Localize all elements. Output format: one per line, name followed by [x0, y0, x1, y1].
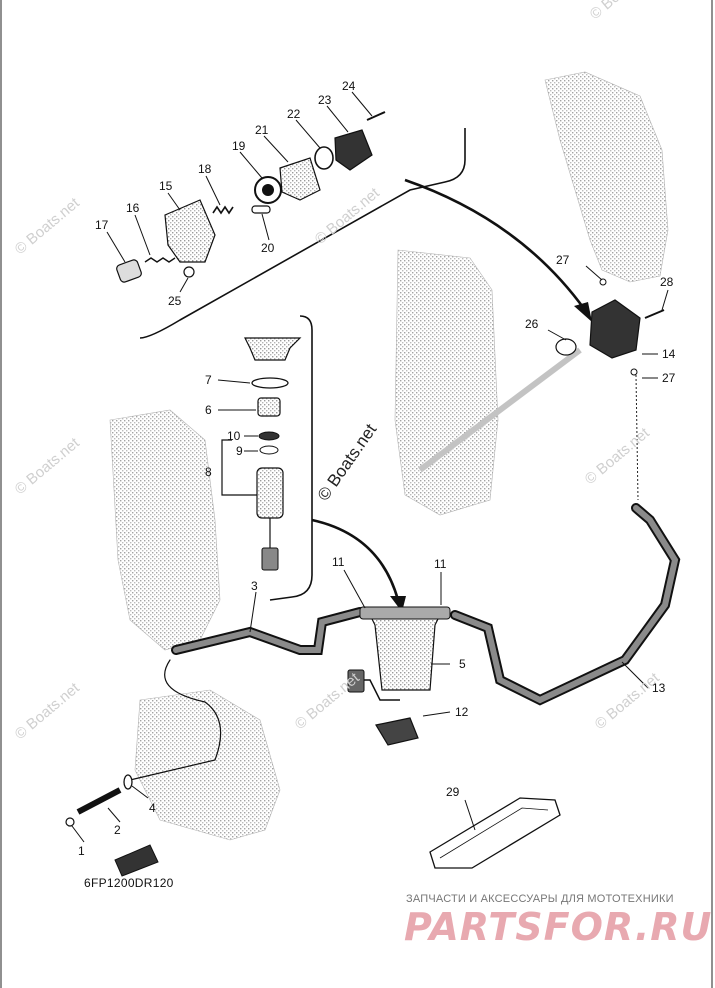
callout-26: 26 [525, 317, 539, 331]
watermark-7: © Boats.net [592, 669, 664, 733]
part-2-fitting [76, 787, 122, 815]
callout-22: 22 [287, 107, 301, 121]
callout-11-right: 11 [434, 557, 447, 571]
drawing-code: 6FP1200DR120 [84, 876, 174, 890]
store-tagline: ЗАПЧАСТИ И АКСЕССУАРЫ ДЛЯ МОТОТЕХНИКИ [406, 893, 674, 905]
drain-parts [65, 774, 159, 877]
fuel-filter-exploded-parts [221, 337, 302, 571]
callout-19: 19 [232, 139, 246, 153]
callout-numbers: 17 16 15 18 19 21 22 23 24 20 25 7 6 10 … [78, 79, 676, 858]
bracket-8-9-10 [221, 439, 257, 496]
watermark-4: © Boats.net [12, 434, 84, 498]
inset-bracket-middle [269, 315, 313, 601]
part-7-o-ring [251, 377, 289, 389]
part-4-seal [123, 774, 133, 790]
callout-13: 13 [652, 681, 666, 695]
part-25-nut [183, 266, 195, 278]
callout-7: 7 [205, 373, 212, 387]
callout-1: 1 [78, 844, 85, 858]
part-5-filter [369, 614, 441, 691]
part-10-washer [258, 431, 280, 441]
watermark-2: © Boats.net [312, 184, 384, 248]
callout-28: 28 [660, 275, 674, 289]
watermark-5: © Boats.net [12, 679, 84, 743]
sensor-connector [261, 547, 279, 571]
callout-2: 2 [114, 823, 121, 837]
part-23-cover [334, 129, 373, 171]
part-27-clip-bottom [630, 368, 638, 376]
callout-4: 4 [149, 801, 156, 815]
part-6-element [257, 397, 281, 417]
part-18-spring [212, 205, 234, 215]
leader-lines [71, 91, 669, 843]
reference-arrow-middle [311, 518, 406, 612]
part-15-housing [164, 199, 216, 263]
callout-5: 5 [459, 657, 466, 671]
callout-23: 23 [318, 93, 332, 107]
fuel-pump-exploded-parts [116, 111, 386, 283]
callout-15: 15 [159, 179, 173, 193]
fuel-hoses [129, 503, 681, 781]
callout-10: 10 [227, 429, 241, 443]
part-22-gasket [314, 146, 334, 170]
part-16-spring [144, 257, 176, 263]
callout-25: 25 [168, 294, 182, 308]
part-14-pump [589, 299, 641, 359]
watermark-6: © Boats.net [292, 669, 364, 733]
callout-27-top: 27 [556, 253, 570, 267]
callout-6: 6 [205, 403, 212, 417]
filter-head [244, 337, 302, 361]
part-27-clip-top [599, 278, 607, 286]
part-28-bolt [644, 309, 665, 319]
reference-arrow-top [404, 178, 592, 322]
callout-14: 14 [662, 347, 676, 361]
part-8-cup [256, 467, 284, 519]
part-1-screw [65, 817, 75, 827]
watermark-8: © Boats.net [587, 0, 659, 23]
callout-17: 17 [95, 218, 109, 232]
callout-3: 3 [251, 579, 258, 593]
callout-8: 8 [205, 465, 212, 479]
fuel-pump-assembly [555, 278, 665, 501]
part-12-bracket [375, 717, 419, 746]
callout-12: 12 [455, 705, 469, 719]
callout-27-bottom: 27 [662, 371, 676, 385]
inset-bracket-top [139, 128, 466, 339]
engine-silhouette-background [109, 71, 669, 841]
label-plate [114, 844, 159, 877]
part-29-sheet [429, 797, 561, 869]
part-26-ring [555, 338, 577, 356]
part-17-shape [116, 259, 142, 283]
watermark-3: © Boats.net [582, 424, 654, 488]
callout-16: 16 [126, 201, 140, 215]
fuel-filter-assembly [347, 606, 451, 746]
callout-29: 29 [446, 785, 460, 799]
callout-24: 24 [342, 79, 356, 93]
callout-18: 18 [198, 162, 212, 176]
part-21-body [279, 157, 321, 201]
store-brand-logo: PARTSFOR.RU [404, 905, 713, 949]
callout-21: 21 [255, 123, 269, 137]
callout-11-left: 11 [332, 555, 345, 569]
part-24-screw [366, 111, 386, 121]
watermark-center: © Boats.net [314, 420, 381, 504]
callout-20: 20 [261, 241, 275, 255]
watermark-1: © Boats.net [12, 194, 84, 258]
part-20-pin [251, 205, 271, 214]
part-9-float [259, 445, 279, 455]
callout-9: 9 [236, 444, 243, 458]
